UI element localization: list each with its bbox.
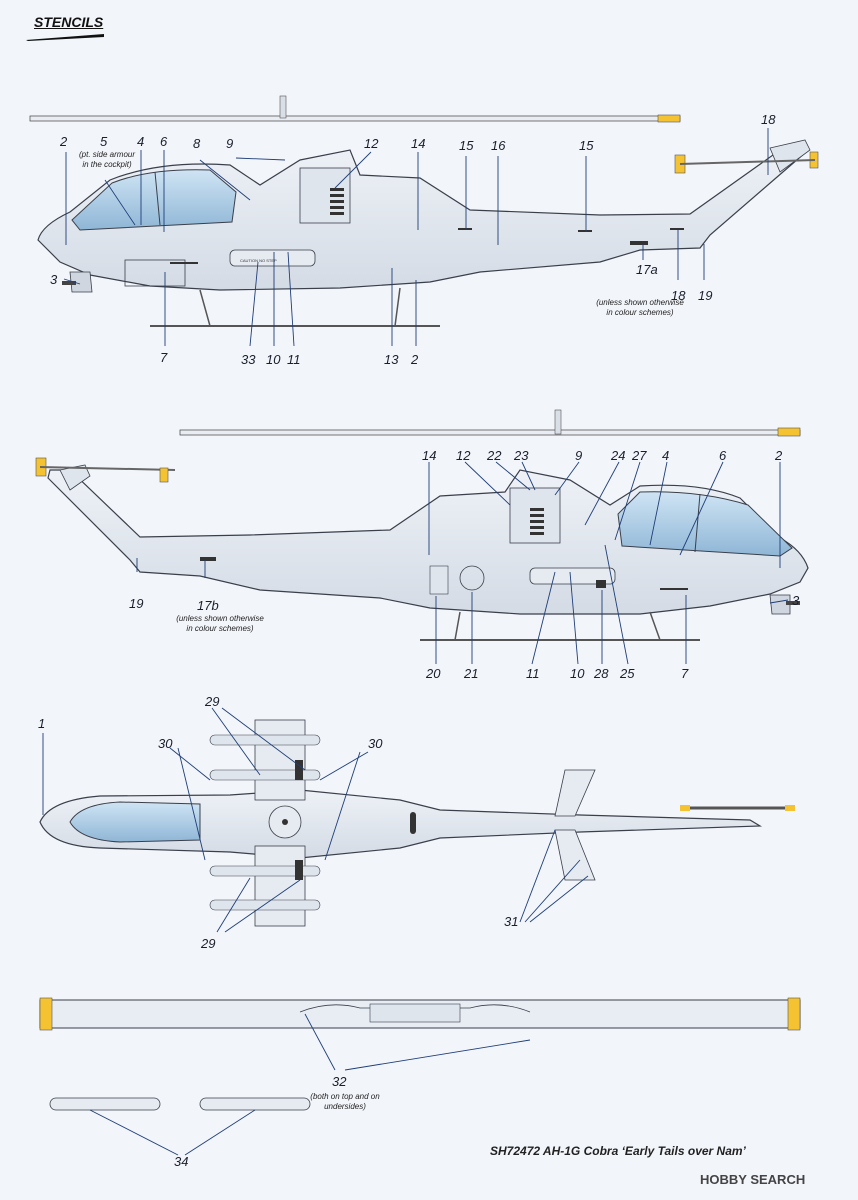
callout-12: 12 bbox=[364, 136, 379, 151]
callout-30b: 30 bbox=[368, 736, 383, 751]
note-pt-side-armour: (pt. side armour in the cockpit) bbox=[78, 150, 136, 169]
callout-17a: 17a bbox=[636, 262, 658, 277]
note-32: (both on top and on undersides) bbox=[310, 1092, 380, 1111]
callout-29b: 29 bbox=[201, 936, 216, 951]
callout-34: 34 bbox=[174, 1154, 189, 1169]
callout-22: 22 bbox=[487, 448, 502, 463]
side-view-left: CAUTION NO STEP bbox=[29, 95, 819, 327]
callout-6: 6 bbox=[160, 134, 168, 149]
callout-3: 3 bbox=[50, 272, 58, 287]
rotor-mast bbox=[279, 95, 287, 119]
callout-8: 8 bbox=[193, 136, 201, 151]
callout-7: 7 bbox=[681, 666, 689, 681]
callout-9: 9 bbox=[226, 136, 234, 151]
callout-15a: 15 bbox=[459, 138, 474, 153]
canopy-2 bbox=[617, 491, 793, 557]
title-swoosh bbox=[26, 34, 104, 41]
callout-14: 14 bbox=[411, 136, 426, 151]
callout-27: 27 bbox=[632, 448, 647, 463]
canopy bbox=[71, 169, 237, 231]
page-title: STENCILS bbox=[34, 14, 104, 30]
callout-24: 24 bbox=[611, 448, 626, 463]
callout-28: 28 bbox=[594, 666, 609, 681]
callout-7: 7 bbox=[160, 350, 168, 365]
callout-15b: 15 bbox=[579, 138, 594, 153]
leader-lines bbox=[42, 128, 789, 1156]
callout-12: 12 bbox=[456, 448, 471, 463]
side-view-right bbox=[35, 409, 809, 641]
callout-16: 16 bbox=[491, 138, 506, 153]
callout-14: 14 bbox=[422, 448, 437, 463]
callout-5: 5 bbox=[100, 134, 108, 149]
callout-30a: 30 bbox=[158, 736, 173, 751]
note-17b: (unless shown otherwise in colour scheme… bbox=[176, 614, 264, 633]
sheet-caption: SH72472 AH-1G Cobra ‘Early Tails over Na… bbox=[490, 1144, 746, 1158]
callout-2: 2 bbox=[60, 134, 68, 149]
callout-13: 13 bbox=[384, 352, 399, 367]
callout-2b: 2 bbox=[411, 352, 419, 367]
callout-31: 31 bbox=[504, 914, 519, 929]
callout-18a: 18 bbox=[761, 112, 776, 127]
main-rotor-blade bbox=[29, 115, 681, 122]
callout-2: 2 bbox=[775, 448, 783, 463]
callout-19: 19 bbox=[698, 288, 713, 303]
callout-3: 3 bbox=[792, 593, 800, 608]
callout-6: 6 bbox=[719, 448, 727, 463]
rotor-tip-yellow bbox=[657, 114, 681, 123]
callout-4: 4 bbox=[137, 134, 145, 149]
rotor-blade-view bbox=[39, 997, 801, 1111]
plan-view bbox=[39, 719, 795, 927]
callout-18b: 18 bbox=[671, 288, 686, 303]
callout-25: 25 bbox=[620, 666, 635, 681]
callout-17b: 17b bbox=[197, 598, 219, 613]
callout-20: 20 bbox=[426, 666, 441, 681]
callout-11: 11 bbox=[526, 666, 540, 681]
fuselage-plan bbox=[39, 789, 763, 859]
callout-1: 1 bbox=[38, 716, 46, 731]
callout-21: 21 bbox=[464, 666, 479, 681]
svg-text:CAUTION NO STEP: CAUTION NO STEP bbox=[240, 258, 277, 263]
callout-23: 23 bbox=[514, 448, 529, 463]
note-17a: (unless shown otherwise in colour scheme… bbox=[596, 298, 684, 317]
watermark: HOBBY SEARCH bbox=[700, 1172, 806, 1187]
callout-10: 10 bbox=[570, 666, 585, 681]
callout-4: 4 bbox=[662, 448, 670, 463]
callout-11: 11 bbox=[287, 352, 301, 367]
callout-19: 19 bbox=[129, 596, 144, 611]
callout-10: 10 bbox=[266, 352, 281, 367]
callout-32: 32 bbox=[332, 1074, 347, 1089]
callout-29a: 29 bbox=[205, 694, 220, 709]
callout-33: 33 bbox=[241, 352, 256, 367]
main-rotor-blade-2 bbox=[179, 429, 801, 436]
callout-9: 9 bbox=[575, 448, 583, 463]
